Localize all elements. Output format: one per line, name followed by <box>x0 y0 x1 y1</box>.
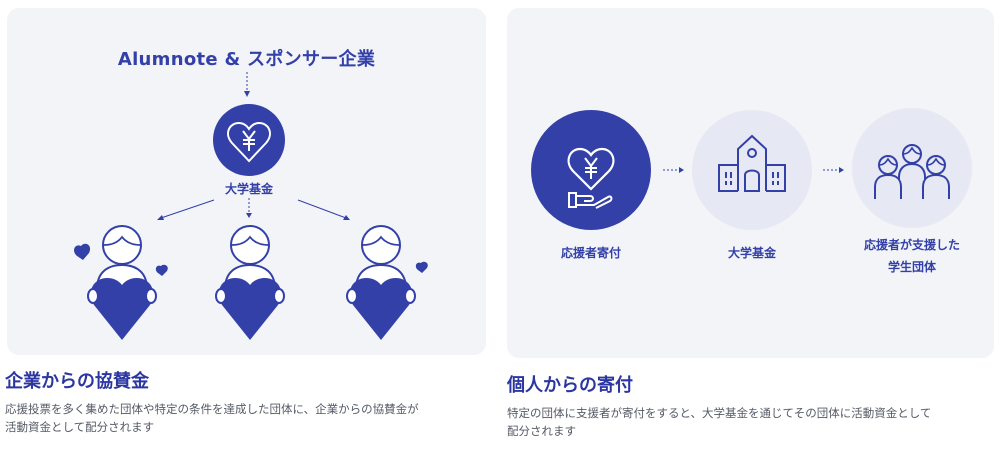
corporate-sponsorship-description: 応援投票を多く集めた団体や特定の条件を達成した団体に、企業からの協賛金が 活動資… <box>5 400 500 436</box>
corporate-sponsorship-heading: 企業からの協賛金 <box>5 371 149 392</box>
individual-donation-diagram: 応援者寄付 大学基金 応援者が支援した 学生団体 <box>507 8 994 358</box>
arrow-right-icon <box>823 167 844 173</box>
step-label-line: 学生団体 <box>887 260 936 274</box>
person-holding-heart-icon <box>215 225 285 340</box>
heart-yen-icon <box>213 104 285 176</box>
distribution-arrows-icon <box>157 198 350 220</box>
person-holding-heart-icon <box>346 225 428 340</box>
fund-label: 大学基金 <box>224 182 273 196</box>
student-group-icon <box>852 108 972 228</box>
step-label: 大学基金 <box>727 246 776 260</box>
description-line: 特定の団体に支援者が寄付をすると、大学基金を通じてその団体に活動資金として <box>507 406 932 420</box>
step-label: 応援者寄付 <box>560 246 621 260</box>
step-label: 応援者が支援した 学生団体 <box>842 234 982 278</box>
description-line: 応援投票を多く集めた団体や特定の条件を達成した団体に、企業からの協賛金が <box>5 402 419 416</box>
person-holding-heart-icon <box>74 225 168 340</box>
description-line: 活動資金として配分されます <box>5 420 155 434</box>
arrow-down-icon <box>244 72 250 97</box>
corporate-sponsorship-diagram: Alumnote & スポンサー企業 大学基金 <box>7 8 486 355</box>
description-line: 配分されます <box>507 424 576 438</box>
sponsor-title: Alumnote & スポンサー企業 <box>117 49 376 70</box>
arrow-right-icon <box>663 167 684 173</box>
university-building-icon <box>692 110 812 230</box>
individual-donation-heading: 個人からの寄付 <box>507 375 633 396</box>
hand-heart-yen-icon <box>531 110 651 230</box>
step-label-line: 応援者が支援した <box>863 238 960 252</box>
individual-donation-description: 特定の団体に支援者が寄付をすると、大学基金を通じてその団体に活動資金として 配分… <box>507 404 1000 440</box>
